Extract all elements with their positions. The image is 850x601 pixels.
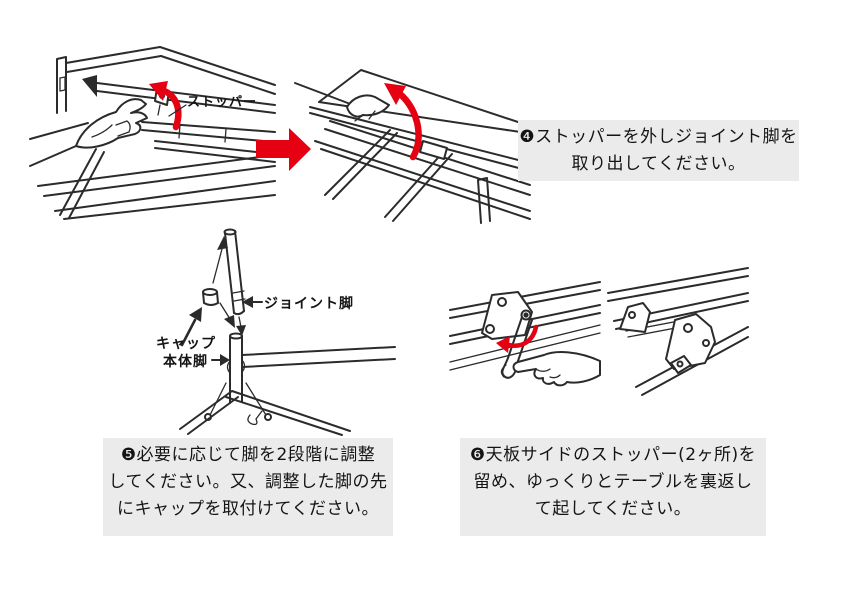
step4-instruction-box: ❹ストッパーを外しジョイント脚を 取り出してください。 xyxy=(518,120,799,181)
locked-stoppers-drawing xyxy=(607,267,749,396)
hand-gripping-stopper xyxy=(29,98,148,167)
joint-leg-pointer-arrow xyxy=(242,296,263,308)
side-stopper-hand-drawing xyxy=(449,281,601,387)
tilted-table-lines xyxy=(294,69,531,224)
turn-latch-arrow-icon xyxy=(506,324,539,348)
step5-line-2: してください。又、調整した脚の先 xyxy=(108,472,388,492)
step5-leg-diagram-panel: ジョイント脚 キャップ 本体脚 xyxy=(150,225,396,436)
lift-leg-arrow-icon xyxy=(392,87,422,161)
joint-leg-label: ジョイント脚 xyxy=(264,296,354,312)
side-stopper-lines xyxy=(449,281,601,379)
body-leg-pointer-arrow xyxy=(211,354,230,366)
step6-locked-drawing-panel xyxy=(607,265,749,405)
step5-instruction-box: ❺必要に応じて脚を2段階に調整 してください。又、調整した脚の先 にキャップを取… xyxy=(103,438,393,536)
step4-after-drawing-panel xyxy=(294,45,531,230)
leg-assembly-lines xyxy=(179,228,396,436)
step6-unlock-drawing-panel xyxy=(449,265,601,395)
pointing-hand xyxy=(512,351,601,387)
body-leg-label: 本体脚 xyxy=(163,354,208,370)
step6-instruction-box: ❻天板サイドのストッパー(2ヶ所)を 留め、ゆっくりとテーブルを裏返し て起して… xyxy=(460,438,766,536)
locked-stoppers-lines xyxy=(607,267,749,396)
cap-label: キャップ xyxy=(156,336,216,352)
step6-line-3: て起してください。 xyxy=(534,499,692,519)
table-underside-stopper-drawing xyxy=(29,46,276,220)
next-step-arrow-icon xyxy=(256,127,312,172)
leg-assembly-drawing xyxy=(179,228,396,436)
step4-before-drawing-panel: ストッパー xyxy=(29,45,276,220)
step4-line-2: 取り出してください。 xyxy=(571,154,746,174)
step5-line-3: にキャップを取付けてください。 xyxy=(117,499,379,519)
step5-line-1: ❺必要に応じて脚を2段階に調整 xyxy=(120,445,376,465)
step4-line-1: ❹ストッパーを外しジョイント脚を xyxy=(519,127,798,147)
step6-line-1: ❻天板サイドのストッパー(2ヶ所)を xyxy=(469,445,757,465)
stopper-label: ストッパー xyxy=(187,95,258,110)
stopper-leader-line xyxy=(168,104,187,117)
step6-line-2: 留め、ゆっくりとテーブルを裏返し xyxy=(473,472,753,492)
table-frame-lines xyxy=(37,46,276,220)
tilted-table-drawing xyxy=(294,69,531,224)
